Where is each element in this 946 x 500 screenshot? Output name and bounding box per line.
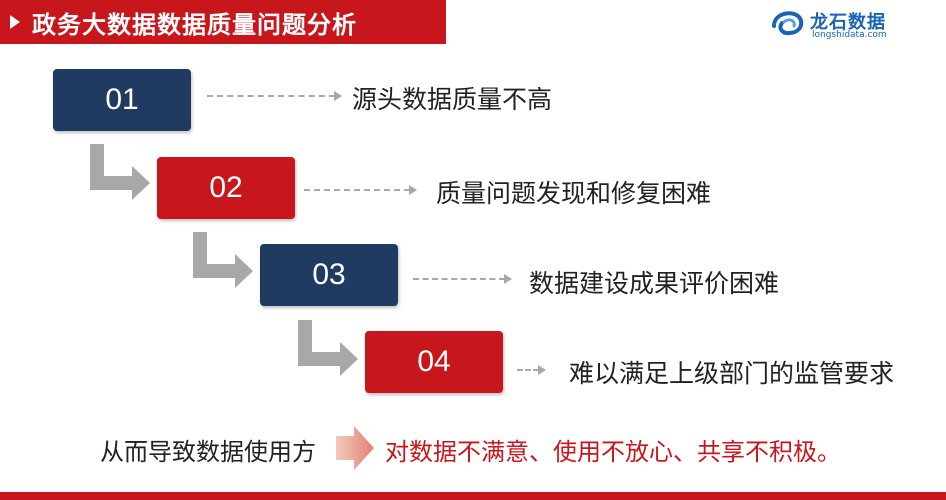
step-box-04: 04: [365, 331, 503, 393]
step-text-03: 数据建设成果评价困难: [529, 270, 780, 298]
dashed-arrow-icon: [207, 91, 342, 101]
step-box-02: 02: [157, 157, 295, 219]
step-text-01: 源头数据质量不高: [352, 86, 553, 114]
step-text-02: 质量问题发现和修复困难: [436, 180, 712, 208]
step-number: 03: [312, 258, 346, 291]
step-number: 04: [417, 345, 451, 378]
brand-logo: 龙石数据 longshidata.com: [768, 6, 918, 42]
logo-name: 龙石数据: [810, 12, 886, 33]
longshi-logo-icon: [772, 11, 804, 36]
elbow-arrow-icon: [90, 144, 150, 200]
step-number: 01: [105, 83, 139, 116]
play-triangle-icon: [10, 15, 20, 29]
elbow-arrow-icon: [298, 320, 358, 376]
step-number: 02: [209, 171, 243, 204]
conclusion-suffix: 对数据不满意、使用不放心、共享不积极。: [385, 439, 841, 466]
elbow-arrow-icon: [193, 232, 253, 288]
right-arrow-icon: [336, 426, 374, 470]
dashed-arrow-icon: [517, 365, 546, 375]
bottom-bar: [0, 492, 946, 500]
dashed-arrow-icon: [413, 274, 512, 284]
title-bar: 政务大数据数据质量问题分析: [0, 0, 446, 44]
step-box-01: 01: [53, 69, 191, 131]
logo-url: longshidata.com: [812, 30, 887, 40]
page-title: 政务大数据数据质量问题分析: [32, 10, 357, 39]
conclusion-prefix: 从而导致数据使用方: [100, 439, 316, 466]
step-box-03: 03: [260, 244, 398, 306]
dashed-arrow-icon: [304, 185, 417, 195]
step-text-04: 难以满足上级部门的监管要求: [569, 360, 895, 388]
